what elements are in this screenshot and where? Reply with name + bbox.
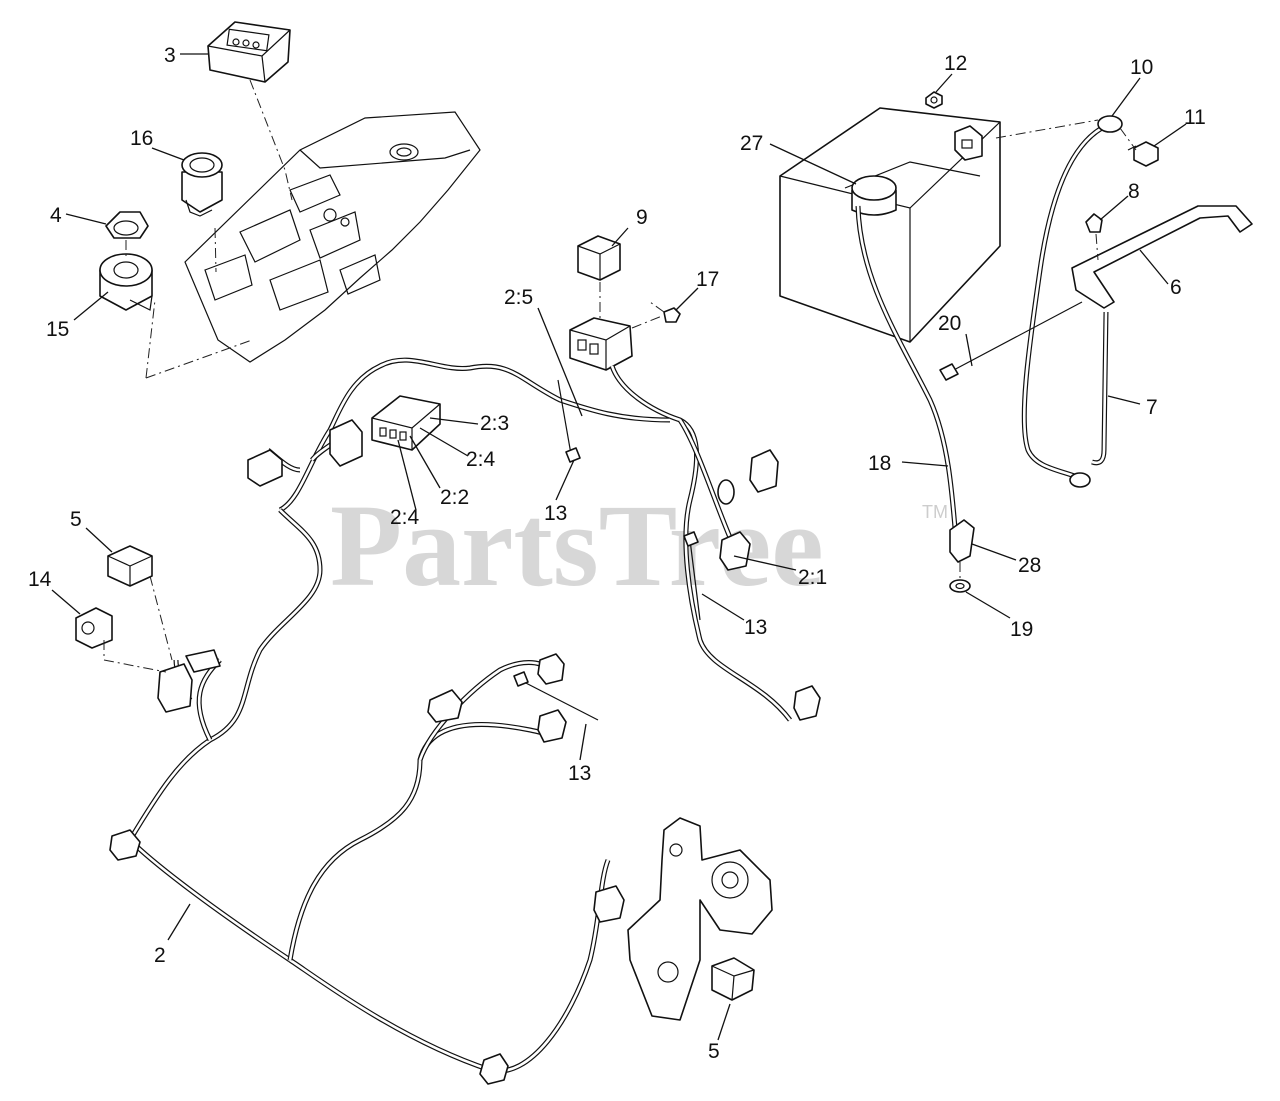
round-switch bbox=[181, 152, 223, 217]
watermark-trademark: TM bbox=[922, 502, 948, 522]
main-wire-harness bbox=[127, 357, 792, 1074]
callout-9: 9 bbox=[636, 206, 648, 229]
callout-2-3: 2:3 bbox=[480, 412, 509, 435]
watermark: PartsTree TM bbox=[330, 480, 948, 611]
seat-switch-upper bbox=[107, 545, 153, 587]
callout-3: 3 bbox=[164, 44, 176, 67]
callout-2-4-left: 2:4 bbox=[390, 506, 420, 529]
callout-labels: 3 16 4 15 12 10 11 27 8 6 20 7 9 17 2:5 … bbox=[28, 44, 1206, 1063]
callout-19: 19 bbox=[1010, 618, 1033, 641]
bolt bbox=[1127, 141, 1159, 167]
callout-2-5: 2:5 bbox=[504, 286, 533, 309]
callout-13-lower: 13 bbox=[568, 762, 591, 785]
battery-cable-negative bbox=[1021, 115, 1123, 488]
j-bolt bbox=[1091, 311, 1109, 466]
key-cap bbox=[105, 211, 149, 239]
callout-12: 12 bbox=[944, 52, 967, 75]
cable-ties bbox=[513, 379, 701, 721]
callout-5-lower: 5 bbox=[708, 1040, 720, 1063]
callout-10: 10 bbox=[1130, 56, 1153, 79]
callout-6: 6 bbox=[1170, 276, 1182, 299]
callout-2: 2 bbox=[154, 944, 166, 967]
display-module bbox=[207, 21, 291, 83]
seat-switch-lower bbox=[711, 957, 755, 1001]
leader-lines bbox=[51, 53, 1187, 1041]
pedal-bracket bbox=[627, 817, 773, 1021]
harness-connectors bbox=[109, 419, 821, 1085]
callout-4: 4 bbox=[50, 204, 62, 227]
callout-7: 7 bbox=[1146, 396, 1158, 419]
battery-cable-positive bbox=[855, 205, 959, 541]
terminal-boot bbox=[949, 519, 975, 563]
interlock-sensor bbox=[75, 607, 113, 649]
callout-18: 18 bbox=[868, 452, 891, 475]
relay-socket bbox=[569, 317, 633, 371]
cable-clip bbox=[1085, 213, 1103, 233]
screw bbox=[663, 307, 681, 323]
callout-17: 17 bbox=[696, 268, 719, 291]
ignition-switch bbox=[99, 253, 153, 311]
callout-8: 8 bbox=[1128, 180, 1140, 203]
callout-2-4-right: 2:4 bbox=[466, 448, 496, 471]
callout-13-middle: 13 bbox=[744, 616, 767, 639]
callout-13-upper: 13 bbox=[544, 502, 567, 525]
callout-28: 28 bbox=[1018, 554, 1041, 577]
fuse-block bbox=[371, 395, 441, 451]
callout-11: 11 bbox=[1184, 106, 1206, 129]
dash-panel bbox=[184, 111, 481, 363]
callout-16: 16 bbox=[130, 127, 153, 150]
callout-5-upper: 5 bbox=[70, 508, 82, 531]
battery bbox=[779, 107, 1001, 343]
callout-20: 20 bbox=[938, 312, 961, 335]
hold-down-bracket bbox=[1071, 205, 1253, 309]
relay bbox=[577, 235, 621, 281]
callout-27: 27 bbox=[740, 132, 763, 155]
nut bbox=[925, 91, 943, 109]
callout-2-2: 2:2 bbox=[440, 486, 469, 509]
cable-tie-upper bbox=[939, 301, 1083, 381]
callout-2-1: 2:1 bbox=[798, 566, 827, 589]
callout-15: 15 bbox=[46, 318, 69, 341]
callout-14: 14 bbox=[28, 568, 52, 591]
washer bbox=[949, 579, 971, 593]
